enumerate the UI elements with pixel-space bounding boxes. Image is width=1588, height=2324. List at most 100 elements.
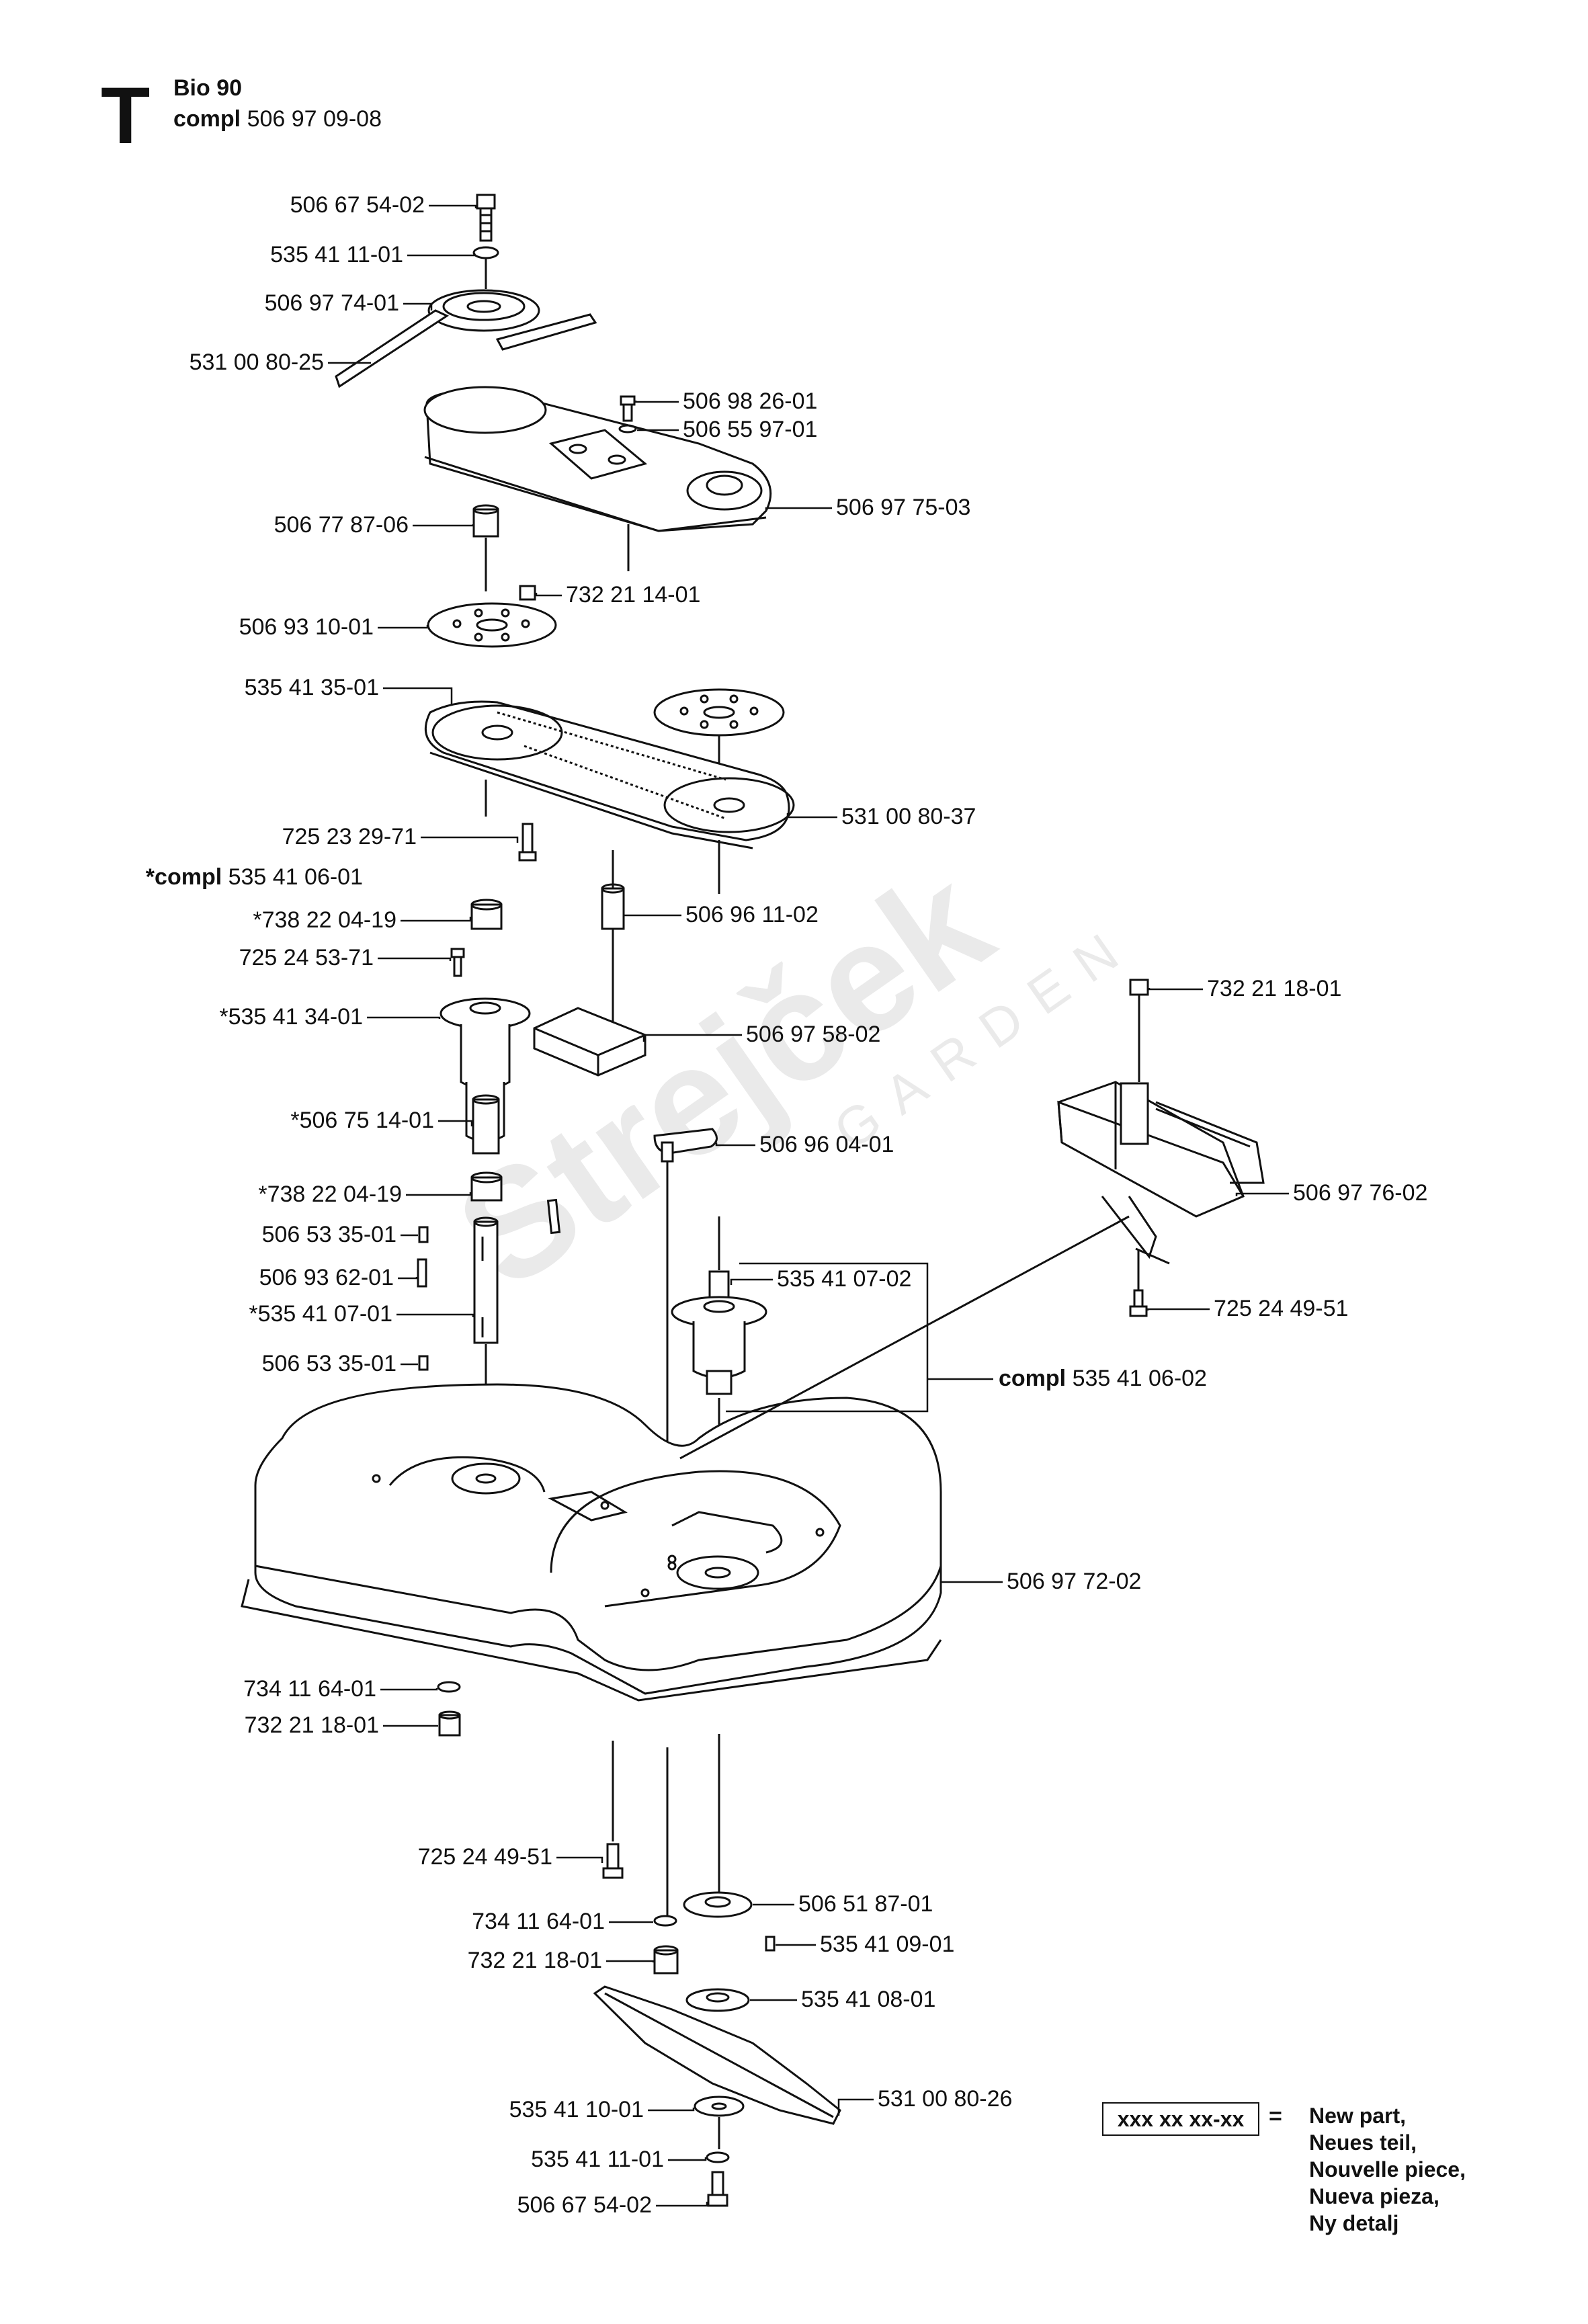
legend-line: Nueva pieza, <box>1309 2184 1439 2208</box>
part-number-label: 506 98 26-01 <box>683 388 817 414</box>
mower-blade-part <box>593 1985 841 2125</box>
nut-part <box>519 585 536 601</box>
part-number-label: *compl 535 41 06-01 <box>146 864 363 890</box>
part-number-label: 535 41 35-01 <box>245 675 379 700</box>
leader-line <box>606 1960 655 1962</box>
leader-line <box>401 917 472 922</box>
part-number-label: 506 67 54-02 <box>290 192 425 218</box>
section-letter: T <box>101 71 151 161</box>
cup-washer-part <box>683 1891 753 1918</box>
part-number-label: *738 22 04-19 <box>253 907 396 933</box>
part-number-label: 531 00 80-26 <box>878 2086 1012 2112</box>
legend-line: New part, <box>1309 2104 1407 2128</box>
part-number-label: 734 11 64-01 <box>243 1676 376 1702</box>
part-number-label: 732 21 14-01 <box>566 582 700 608</box>
leader-line <box>378 957 452 961</box>
screw-bracket-part <box>1129 1289 1148 1317</box>
part-number-label: *738 22 04-19 <box>258 1181 402 1207</box>
leader-line <box>715 1143 755 1147</box>
part-number-label: 535 41 10-01 <box>509 2097 644 2122</box>
washer-bottom-part <box>706 2151 730 2163</box>
part-number-label: 732 21 18-01 <box>245 1712 379 1738</box>
pulley-part <box>427 289 540 332</box>
leader-line <box>429 204 477 208</box>
leader-line <box>535 593 562 597</box>
part-number-label: 506 67 54-02 <box>517 2192 652 2218</box>
lever-part <box>653 1128 718 1163</box>
leader-line <box>1148 988 1203 991</box>
drive-belt-part <box>335 309 597 388</box>
part-number-label: 506 97 72-02 <box>1007 1569 1141 1594</box>
pin-diagonal-part <box>546 1198 561 1235</box>
part-number-label: 535 41 08-01 <box>801 1987 935 2012</box>
assembly-bracket-line <box>726 1262 929 1413</box>
part-number-label: *535 41 07-01 <box>249 1301 392 1327</box>
part-number-label: 535 41 11-01 <box>270 242 403 267</box>
part-number-label: 506 97 58-02 <box>746 1022 880 1047</box>
part-number-label: 734 11 64-01 <box>472 1909 605 1934</box>
sprocket-disc-left-part <box>427 602 557 648</box>
leader-line <box>438 1120 473 1126</box>
part-number-label: 506 53 35-01 <box>262 1222 396 1247</box>
compl-number: 506 97 09-08 <box>247 106 382 132</box>
compl-word: compl <box>173 106 241 132</box>
leader-line <box>556 1856 603 1863</box>
part-number-label: *506 75 14-01 <box>290 1108 434 1133</box>
part-number-label: 506 93 10-01 <box>239 614 374 640</box>
part-number-label: 506 96 11-02 <box>685 902 819 927</box>
bracket-assembly-part <box>1057 979 1265 1265</box>
legend-line: Ny detalj <box>1309 2211 1399 2235</box>
spacer-part <box>472 504 499 538</box>
part-number-label: 725 24 49-51 <box>418 1844 552 1870</box>
sleeve-part <box>472 1094 500 1155</box>
bracket-plate-part <box>533 1007 646 1077</box>
bushing-lower-part <box>470 1171 503 1202</box>
part-number-label: 506 93 62-01 <box>259 1265 394 1290</box>
screw-725-24-53-71-part <box>450 948 465 977</box>
leader-line <box>939 1579 1003 1583</box>
washer-top-part <box>472 246 499 259</box>
part-number-label: 725 24 49-51 <box>1214 1296 1348 1321</box>
blade-washer-part <box>694 2095 745 2117</box>
part-number-label: 535 41 11-01 <box>531 2147 664 2172</box>
bolt-lower-part <box>602 1843 624 1879</box>
belt-housing-part <box>424 700 795 849</box>
part-number-label: 506 51 87-01 <box>798 1891 933 1917</box>
leader-line <box>1146 1308 1210 1311</box>
part-number-label: 531 00 80-37 <box>841 804 976 829</box>
bolt-top-part <box>476 194 496 242</box>
leader-line <box>622 913 681 917</box>
pin-lower-part <box>418 1355 429 1371</box>
part-number-label: 531 00 80-25 <box>190 349 324 375</box>
part-number-label: 732 21 18-01 <box>468 1948 602 1973</box>
pin-long-part <box>417 1258 427 1288</box>
leader-line <box>407 253 476 257</box>
legend-text: New part, Neues teil, Nouvelle piece, Nu… <box>1309 2102 1466 2237</box>
leader-line <box>406 1192 472 1196</box>
leader-line <box>642 1034 742 1042</box>
part-number-label: 506 55 97-01 <box>683 417 817 442</box>
part-number-label: 506 53 35-01 <box>262 1351 396 1376</box>
part-number-label: 725 24 53-71 <box>239 945 374 970</box>
shaft-part <box>473 1216 499 1344</box>
washer-lower-part <box>653 1915 677 1927</box>
spacer-right-part <box>601 883 625 930</box>
key-part <box>765 1936 776 1952</box>
upper-cover-part <box>423 386 772 532</box>
leader-line <box>380 1688 438 1691</box>
part-number-label: compl 535 41 06-02 <box>999 1366 1207 1391</box>
leader-line <box>765 507 832 511</box>
leader-line <box>403 302 433 310</box>
legend-line: Nouvelle piece, <box>1309 2157 1466 2182</box>
leader-line <box>1235 1192 1289 1196</box>
spindle-assembly-part <box>671 1216 767 1395</box>
leader-line <box>634 401 679 403</box>
leader-line <box>421 836 519 843</box>
leader-line <box>398 1277 418 1280</box>
legend-line: Neues teil, <box>1309 2130 1417 2155</box>
legend-code-box: xxx xx xx-xx <box>1102 2102 1259 2136</box>
leader-line <box>378 625 429 629</box>
leader-line <box>786 813 837 819</box>
